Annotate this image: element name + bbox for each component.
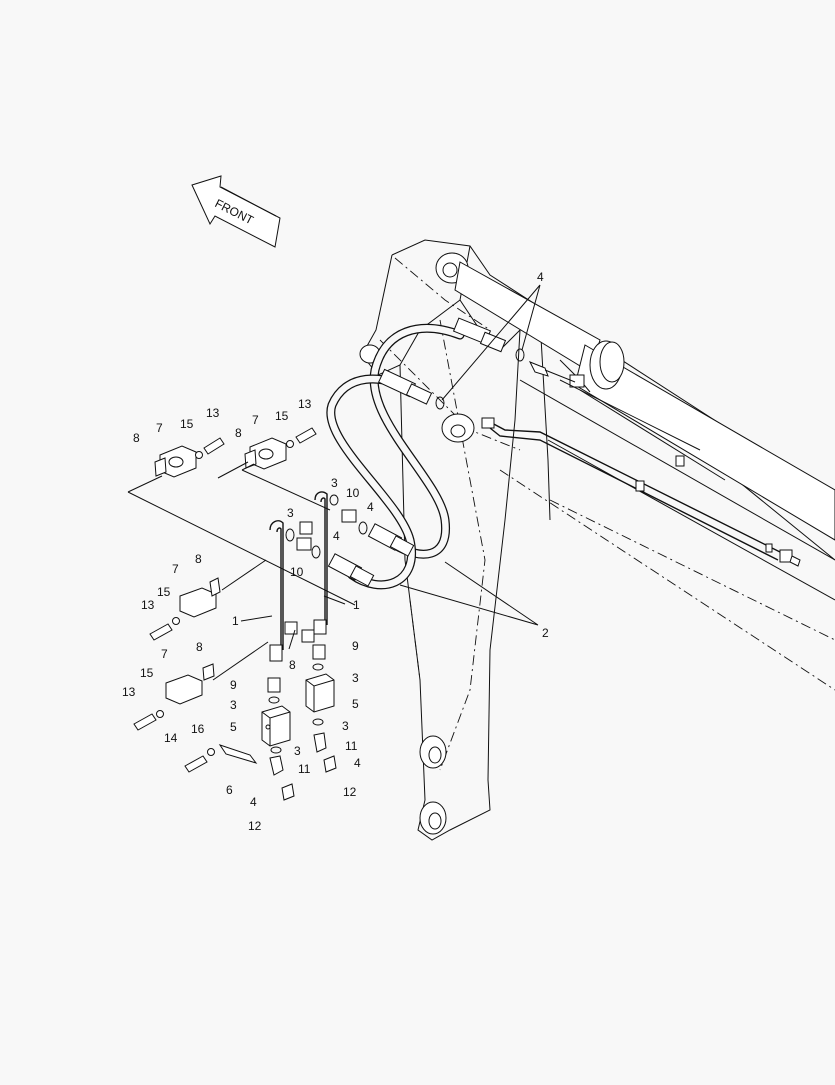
callout-13: 13 [122, 685, 136, 699]
callout-3: 3 [352, 671, 359, 685]
callout-1: 1 [232, 614, 239, 628]
callout-15: 15 [275, 409, 289, 423]
callout-10: 10 [290, 565, 304, 579]
callout-4: 4 [333, 529, 340, 543]
callout-13: 13 [141, 598, 155, 612]
boom-cylinder [454, 261, 835, 541]
callout-12: 12 [248, 819, 262, 833]
callout-4: 4 [367, 500, 374, 514]
boom-structure [359, 239, 835, 841]
callout-3: 3 [294, 744, 301, 758]
callout-labels: 4 2 13 15 7 8 13 15 7 8 3 10 4 3 4 10 1 … [122, 270, 549, 833]
callout-15: 15 [157, 585, 171, 599]
callout-8: 8 [289, 658, 296, 672]
callout-6: 6 [226, 783, 233, 797]
callout-7: 7 [172, 562, 179, 576]
callout-3: 3 [331, 476, 338, 490]
callout-15: 15 [140, 666, 154, 680]
callout-8: 8 [196, 640, 203, 654]
callout-4: 4 [537, 270, 544, 284]
callout-15: 15 [180, 417, 194, 431]
leader-lines [127, 284, 541, 681]
callout-7: 7 [161, 647, 168, 661]
clamp-hardware [133, 427, 317, 773]
callout-11: 11 [298, 762, 311, 776]
boom-steel-line [481, 417, 801, 567]
callout-12: 12 [343, 785, 357, 799]
callout-16: 16 [191, 722, 205, 736]
callout-7: 7 [252, 413, 259, 427]
callout-8: 8 [195, 552, 202, 566]
callout-13: 13 [206, 406, 220, 420]
callout-9: 9 [230, 678, 237, 692]
callout-2: 2 [542, 626, 549, 640]
callout-10: 10 [346, 486, 360, 500]
callout-7: 7 [156, 421, 163, 435]
callout-3: 3 [287, 506, 294, 520]
steel-pipes [269, 491, 368, 662]
callout-8: 8 [133, 431, 140, 445]
callout-13: 13 [298, 397, 312, 411]
callout-9: 9 [352, 639, 359, 653]
callout-4: 4 [354, 756, 361, 770]
callout-3: 3 [230, 698, 237, 712]
valve-blocks [261, 644, 337, 801]
front-direction-arrow-icon: FRONT [191, 175, 281, 248]
callout-5: 5 [230, 720, 237, 734]
callout-4: 4 [250, 795, 257, 809]
callout-3: 3 [342, 719, 349, 733]
hose-assembly [326, 317, 525, 590]
callout-11: 11 [345, 739, 358, 753]
callout-1: 1 [353, 598, 360, 612]
callout-8: 8 [235, 426, 242, 440]
callout-5: 5 [352, 697, 359, 711]
callout-14: 14 [164, 731, 178, 745]
